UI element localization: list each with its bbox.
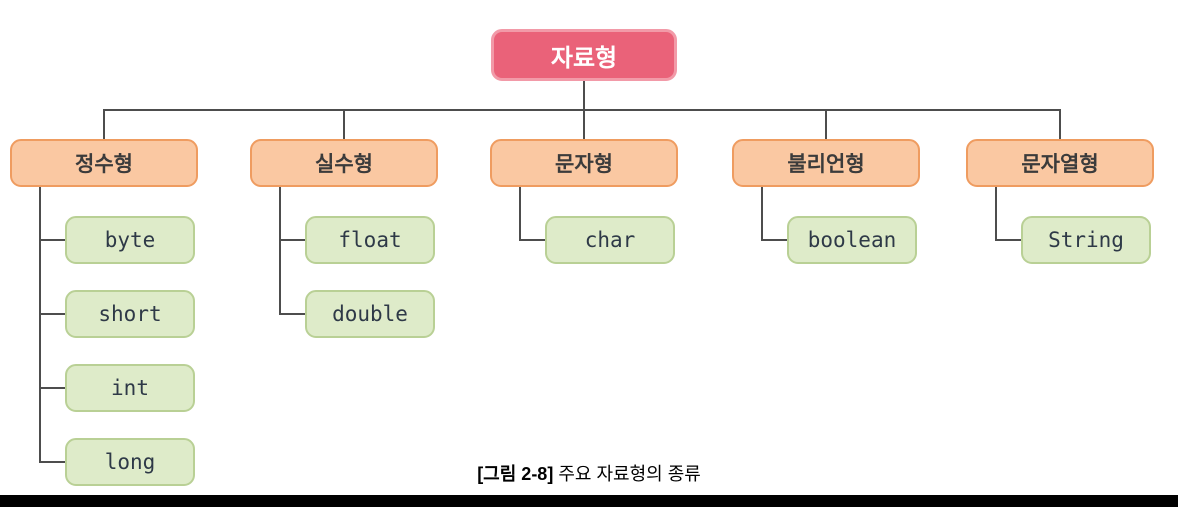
connector-stub-long [39, 461, 65, 463]
figure-caption-title: 주요 자료형의 종류 [558, 464, 701, 484]
connector-main-rail [103, 109, 1061, 111]
connector-stub-byte [39, 239, 65, 241]
root-node-datatype: 자료형 [491, 29, 677, 81]
group-node-integer-type: 정수형 [10, 139, 198, 187]
connector-stub-short [39, 313, 65, 315]
figure-caption-label: [그림 2-8] [477, 464, 554, 484]
group-node-character-type: 문자형 [490, 139, 678, 187]
connector-stub-int [39, 387, 65, 389]
leaf-node-String: String [1021, 216, 1151, 264]
leaf-node-short: short [65, 290, 195, 338]
leaf-node-double: double [305, 290, 435, 338]
connector-drop-boolean [825, 109, 827, 139]
leaf-node-float: float [305, 216, 435, 264]
figure-caption: [그림 2-8] 주요 자료형의 종류 [0, 460, 1178, 486]
connector-drop-char [583, 109, 585, 139]
connector-drop-integer [103, 109, 105, 139]
leaf-node-boolean: boolean [787, 216, 917, 264]
connector-drop-float [343, 109, 345, 139]
connector-drop-string [1059, 109, 1061, 139]
group-node-floating-type: 실수형 [250, 139, 438, 187]
bottom-black-bar [0, 495, 1178, 507]
connector-root-drop [583, 81, 585, 110]
connector-spine-boolean [761, 187, 763, 241]
connector-stub-char [519, 239, 545, 241]
group-node-boolean-type: 불리언형 [732, 139, 920, 187]
connector-spine-integer [39, 187, 41, 463]
connector-stub-string [995, 239, 1021, 241]
connector-stub-double [279, 313, 305, 315]
leaf-node-int: int [65, 364, 195, 412]
group-node-string-type: 문자열형 [966, 139, 1154, 187]
connector-stub-float [279, 239, 305, 241]
connector-spine-float [279, 187, 281, 315]
connector-spine-char [519, 187, 521, 241]
leaf-node-byte: byte [65, 216, 195, 264]
leaf-node-char: char [545, 216, 675, 264]
leaf-node-long: long [65, 438, 195, 486]
connector-spine-string [995, 187, 997, 241]
connector-stub-boolean [761, 239, 787, 241]
